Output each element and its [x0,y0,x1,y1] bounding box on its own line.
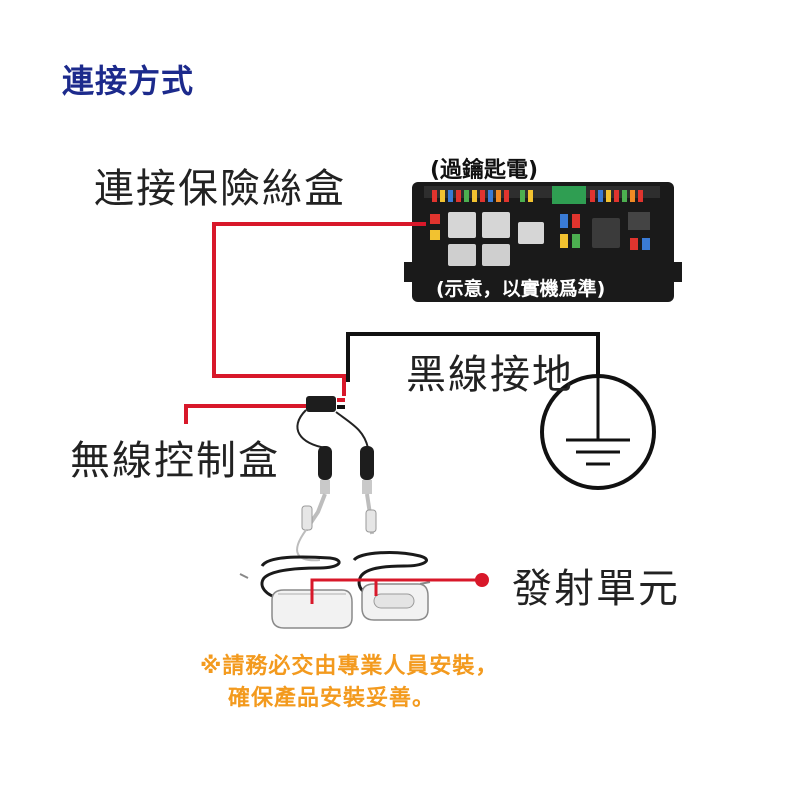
fuse-box-note: (示意，以實機爲準) [436,278,606,300]
transmitter-pointer-line [310,578,482,604]
wireless-control-box-image [306,396,345,412]
connector-right-image [360,446,377,535]
fuse-box-caption: (過鑰匙電) [430,158,539,183]
ground-symbol-icon [540,374,656,490]
warning-line-2: 確保產品安裝妥善。 [228,686,436,711]
red-wire-fuse [212,222,426,396]
fuse-box-label: 連接保險絲盒 [94,166,346,212]
fuse-box-image [404,182,682,302]
ground-label: 黑線接地 [406,352,574,398]
transmitter-unit-right-image [361,583,429,621]
page-title: 連接方式 [62,62,195,100]
black-wire-ground [346,332,600,382]
wireless-box-label: 無線控制盒 [70,438,280,484]
transmitter-label: 發射單元 [512,566,680,612]
transmitter-pointer-dot [475,573,489,587]
connector-left-image [296,446,332,562]
warning-line-1: ※請務必交由專業人員安裝， [200,654,499,679]
red-wire-left [184,404,306,424]
